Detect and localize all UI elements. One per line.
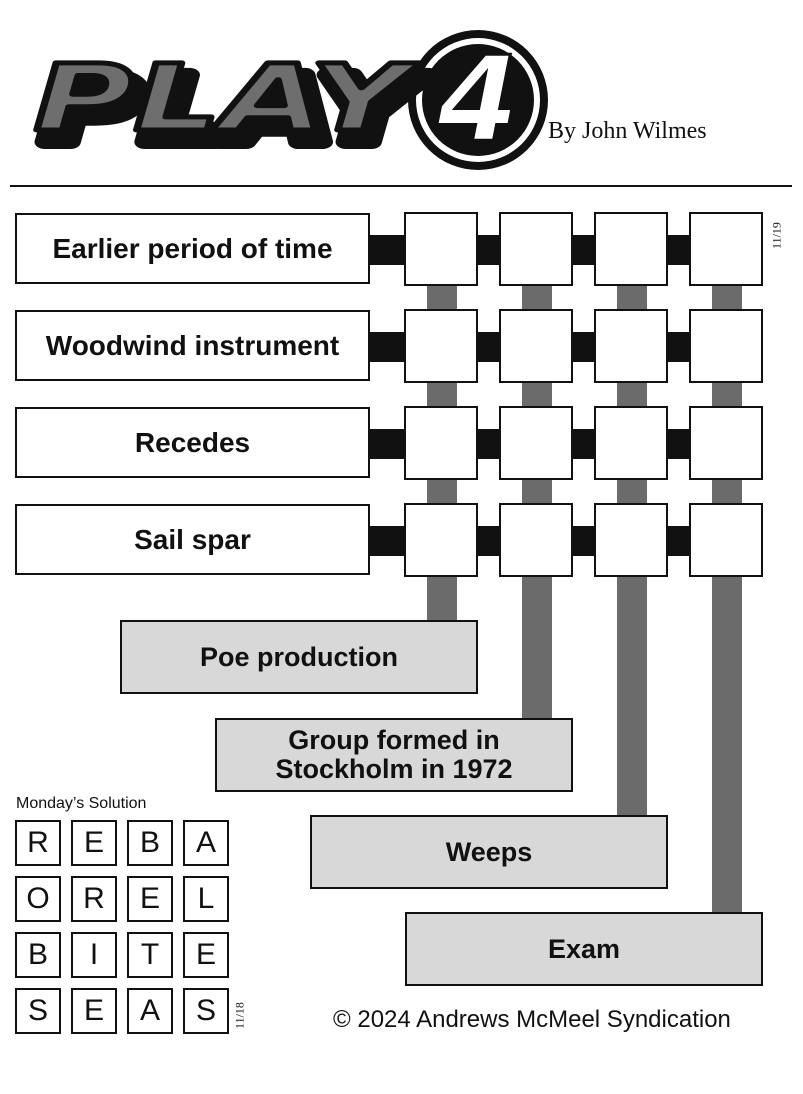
solution-cell: I (71, 932, 117, 978)
solution-cell: E (71, 820, 117, 866)
answer-cell[interactable] (594, 503, 668, 577)
answer-cell[interactable] (404, 212, 478, 286)
play4-logo: PLAY PLAY 4 (32, 29, 548, 171)
solution-date: 11/18 (232, 1002, 247, 1029)
solution-cell: B (127, 820, 173, 866)
solution-cell: A (183, 820, 229, 866)
answer-cell[interactable] (594, 309, 668, 383)
solution-cell: T (127, 932, 173, 978)
column-clue-2-line-1: Group formed in (288, 725, 500, 755)
column-clue-1: Poe production (120, 620, 478, 694)
logo-text-shadow: PLAY (42, 57, 429, 164)
answer-cell[interactable] (594, 212, 668, 286)
answer-cell[interactable] (404, 406, 478, 480)
solution-cell: B (15, 932, 61, 978)
column-clue-4: Exam (405, 912, 763, 986)
row-clue-4: Sail spar (15, 504, 370, 575)
column-clue-3: Weeps (310, 815, 668, 889)
solution-cell: S (183, 988, 229, 1034)
answer-cell[interactable] (499, 309, 573, 383)
answer-cell[interactable] (499, 406, 573, 480)
column-clue-1-line-1: Poe production (200, 641, 398, 672)
column-clue-2: Group formed in Stockholm in 1972 (215, 718, 573, 792)
solution-title: Monday’s Solution (16, 795, 147, 812)
solution-cell: E (183, 932, 229, 978)
answer-cell[interactable] (404, 503, 478, 577)
column-clue-2-line-2: Stockholm in 1972 (275, 754, 513, 784)
column-clue-4-line-1: Exam (547, 933, 621, 964)
row-clue-1: Earlier period of time (15, 213, 370, 284)
solution-cell: E (71, 988, 117, 1034)
logo-text: PLAY (34, 45, 421, 152)
answer-cell[interactable] (689, 503, 763, 577)
row-clue-3: Recedes (15, 407, 370, 478)
solution-cell: S (15, 988, 61, 1034)
logo-circle-inner (422, 44, 534, 156)
answer-cell[interactable] (499, 212, 573, 286)
column-connector-4 (712, 284, 742, 916)
logo-number: 4 (436, 30, 519, 168)
column-clue-3-line-1: Weeps (445, 836, 533, 867)
solution-cell: R (15, 820, 61, 866)
copyright: © 2024 Andrews McMeel Syndication (333, 1006, 731, 1033)
byline: By John Wilmes (548, 118, 707, 144)
puzzle-date: 11/19 (769, 222, 784, 249)
answer-cell[interactable] (594, 406, 668, 480)
answer-cell[interactable] (404, 309, 478, 383)
solution-cell: R (71, 876, 117, 922)
solution-cell: L (183, 876, 229, 922)
solution-cell: O (15, 876, 61, 922)
answer-cell[interactable] (689, 309, 763, 383)
solution-cell: A (127, 988, 173, 1034)
row-clue-2: Woodwind instrument (15, 310, 370, 381)
answer-cell[interactable] (499, 503, 573, 577)
answer-cell[interactable] (689, 406, 763, 480)
answer-cell[interactable] (689, 212, 763, 286)
solution-cell: E (127, 876, 173, 922)
header-divider (10, 185, 792, 187)
